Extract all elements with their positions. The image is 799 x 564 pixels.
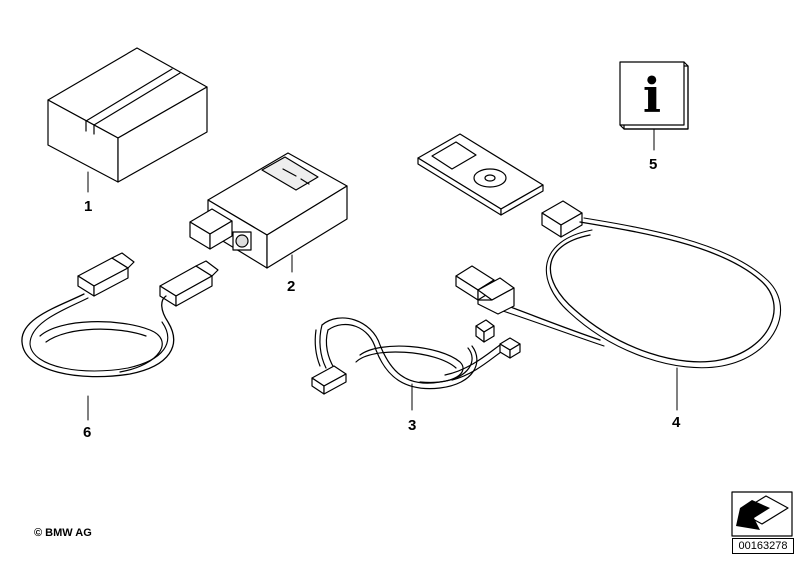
info-glyph: i	[643, 68, 661, 124]
interface-module-icon	[189, 152, 348, 273]
box-icon	[47, 47, 208, 193]
part-number-3: 3	[408, 417, 417, 434]
adapter-cable-icon	[455, 200, 782, 411]
info-booklet-icon	[619, 61, 689, 151]
reference-number: 00163278	[732, 538, 794, 554]
usb-cable-icon	[21, 252, 219, 421]
part-number-4: 4	[672, 414, 681, 431]
copyright-notice: © BMW AG	[34, 527, 92, 539]
media-player-icon	[417, 133, 544, 216]
part-number-1: 1	[84, 198, 93, 215]
part-number-2: 2	[287, 278, 296, 295]
wiring-harness-icon	[311, 317, 521, 411]
part-number-5: 5	[649, 156, 658, 173]
reference-arrow-icon	[731, 491, 793, 537]
part-number-6: 6	[83, 424, 92, 441]
